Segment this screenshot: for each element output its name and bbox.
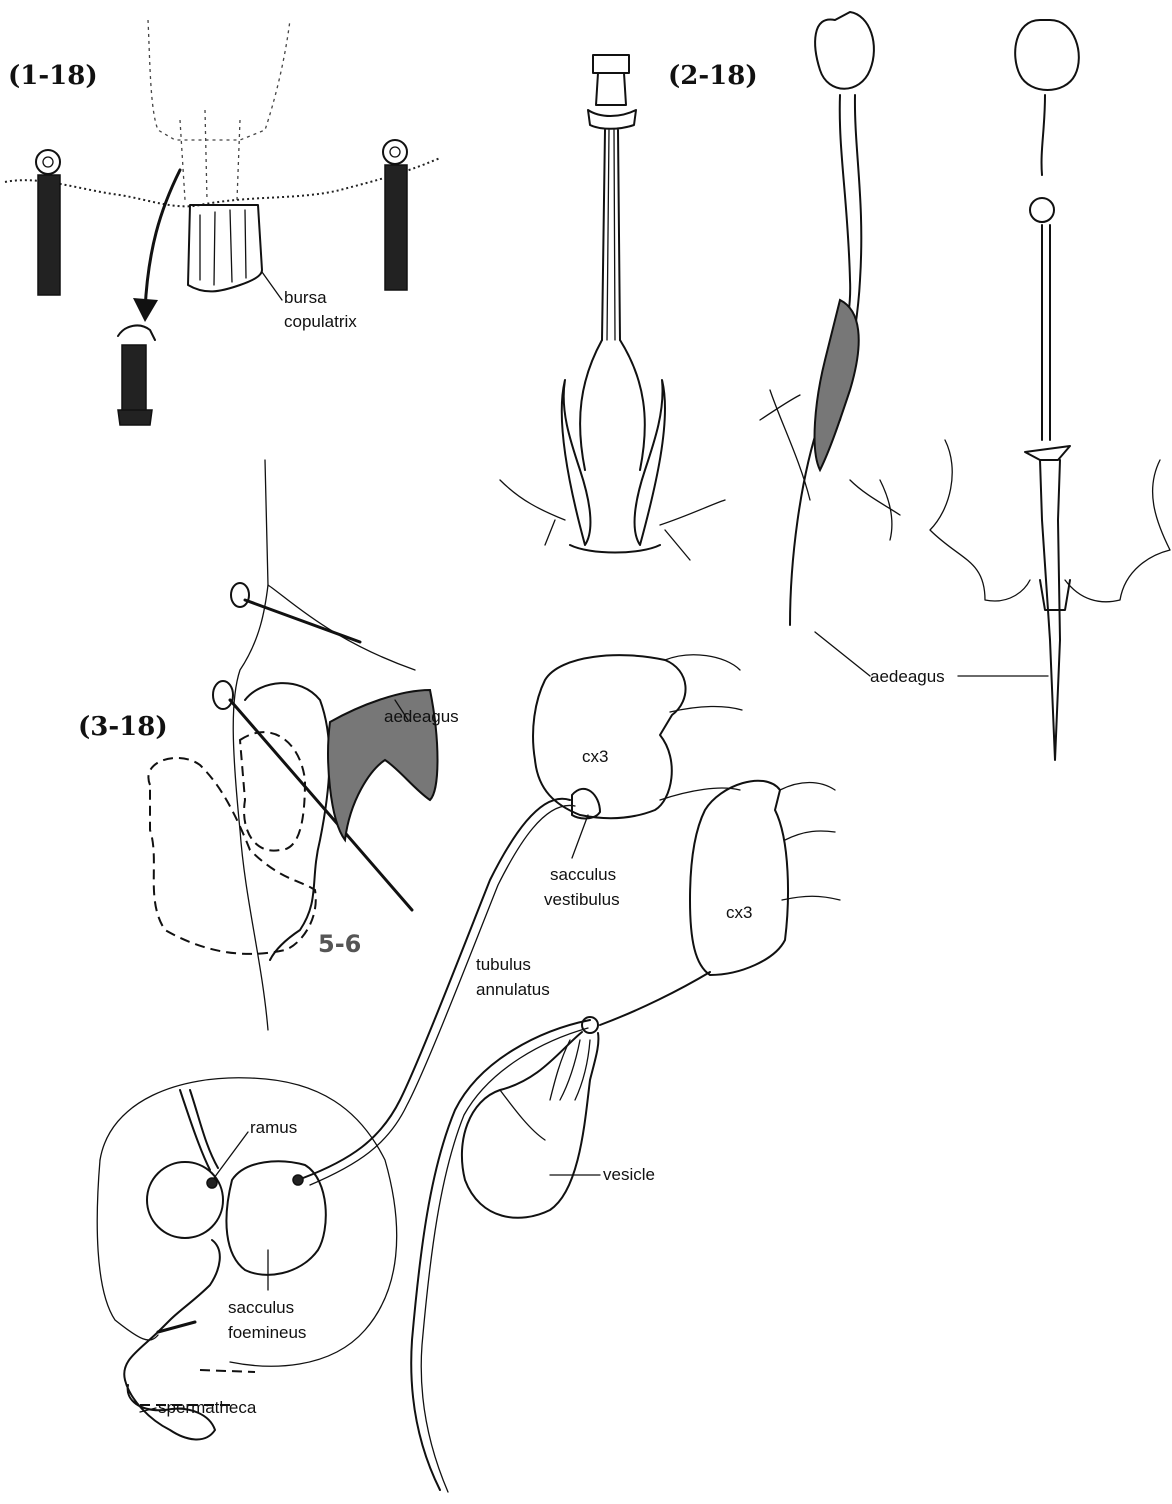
aedeagus-pointer-fig2 [815, 632, 870, 676]
arrow-shaft [145, 170, 180, 310]
figure-label-1-18: (1-18) [8, 61, 98, 91]
label-cx3-b: cx3 [726, 903, 752, 922]
arrow-head-icon [133, 298, 158, 322]
figure-3-18: (3-18) aedeagus 5-6 cx3 sacculus vestibu… [78, 460, 840, 1492]
label-bursa: bursa [284, 288, 327, 307]
figure-label-3-18: (3-18) [78, 712, 168, 742]
oviduct [160, 1240, 220, 1330]
bursa-hatching [200, 210, 246, 285]
vesicle: vesicle [462, 1017, 655, 1218]
label-sacculus-foemineus-1: sacculus [228, 1298, 294, 1317]
spermatheca-coil [124, 1330, 215, 1439]
inner-dotted-lines [180, 110, 240, 200]
ramus-duct [180, 1090, 218, 1170]
stippled-aedeagus-sheath [815, 300, 859, 470]
coxa-upper: cx3 sacculus vestibulus [533, 655, 742, 909]
bursa-copulatrix-shape [188, 205, 262, 291]
sacculus-left [147, 1162, 223, 1238]
label-tubulus: tubulus [476, 955, 531, 974]
label-aedeagus-fig2: aedeagus [870, 667, 945, 686]
genitalia-dorsal-view [930, 20, 1170, 760]
right-leg-stump [383, 140, 407, 290]
label-sacculus-vestibulus-1: sacculus [550, 865, 616, 884]
body-outline-left [233, 460, 268, 1030]
label-ramus: ramus [250, 1118, 297, 1137]
genitalia-lateral-view [760, 12, 900, 676]
dashed-outline-outer [148, 758, 315, 954]
figure-2-18: (2-18) [500, 12, 1170, 760]
label-spermatheca: spermatheca [158, 1398, 257, 1417]
label-sacculus-vestibulus-2: vestibulus [544, 890, 620, 909]
label-copulatrix: copulatrix [284, 312, 357, 331]
genitalia-ventral-view [500, 55, 725, 560]
label-annulatus: annulatus [476, 980, 550, 999]
label-cx3-a: cx3 [582, 747, 608, 766]
left-leg-stump [36, 150, 60, 295]
right-clasper [635, 380, 665, 545]
long-duct-inner [421, 1028, 588, 1492]
vesicle-body [462, 1032, 599, 1218]
female-organs: ramus sacculus foemineus spermatheca [97, 1078, 396, 1440]
label-sacculus-foemineus-2: foemineus [228, 1323, 306, 1342]
plate-number: 5-6 [318, 930, 361, 958]
coxa-lower: cx3 [600, 781, 840, 1025]
label-aedeagus-fig3: aedeagus [384, 707, 459, 726]
capsule-outline [245, 683, 329, 960]
figure-1-18: (1-18) bursa copulatrix [5, 20, 440, 425]
detached-leg [118, 325, 155, 425]
ramus-pointer [214, 1132, 248, 1178]
bursa-pointer [262, 272, 282, 300]
sacculus-vestibulus-pointer [572, 815, 588, 858]
abdomen-outline [148, 20, 290, 140]
sacculus-foemineus [226, 1161, 325, 1274]
hairy-margin-line [5, 158, 440, 206]
left-clasper [562, 380, 591, 545]
body-outline-ridge [268, 585, 415, 670]
figure-label-2-18: (2-18) [668, 61, 758, 91]
label-vesicle: vesicle [603, 1165, 655, 1184]
